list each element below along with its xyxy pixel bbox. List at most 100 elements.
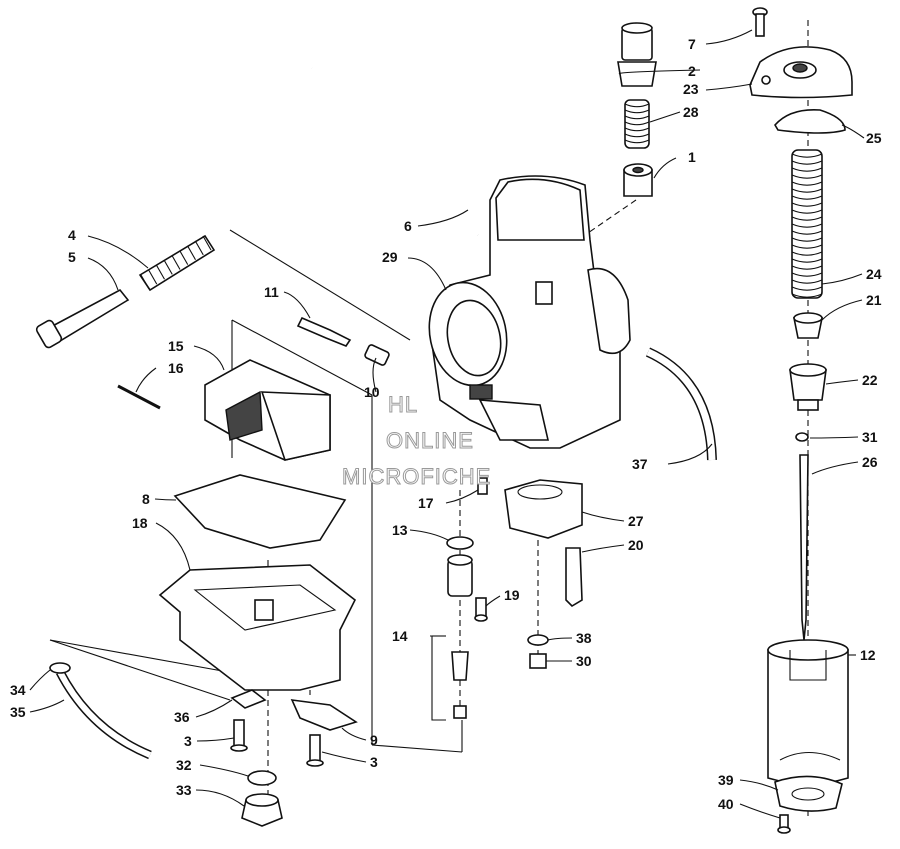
overflow-tube-part-37 xyxy=(645,347,717,461)
spring-coil xyxy=(791,265,823,270)
cap-gasket-part-25 xyxy=(774,108,846,134)
spring-coil xyxy=(171,255,181,270)
callout-35: 35 xyxy=(10,704,26,720)
bowl-plate-part-36 xyxy=(230,689,267,709)
spring-coil xyxy=(791,181,823,186)
spring-coil xyxy=(791,244,823,249)
spring-coil xyxy=(624,133,650,138)
bowl-screw-part-3a xyxy=(230,719,248,752)
spring-coil xyxy=(791,188,823,193)
screw-part-40 xyxy=(777,814,791,834)
oring-part-13 xyxy=(446,536,474,550)
jet-part-19 xyxy=(474,597,488,622)
idle-screw-part-5 xyxy=(35,288,130,349)
watermark-line-3: MICROFICHE xyxy=(342,464,491,489)
spring-coil xyxy=(791,230,823,235)
float-part-15 xyxy=(204,359,331,461)
callout-25: 25 xyxy=(866,130,882,146)
spring-coil xyxy=(791,237,823,242)
drain-oring-part-32 xyxy=(247,770,277,786)
callout-20: 20 xyxy=(628,537,644,553)
callout-3-right: 3 xyxy=(370,754,378,770)
spring-coil xyxy=(163,260,173,275)
callout-38: 38 xyxy=(576,630,592,646)
slide-guide-part-27 xyxy=(504,479,583,539)
callout-31: 31 xyxy=(862,429,878,445)
pilot-spring-part-10 xyxy=(364,344,390,366)
watermark-line-1: HL xyxy=(388,392,418,417)
spring-coil xyxy=(624,103,650,108)
callout-5: 5 xyxy=(68,249,76,265)
washer-part-38 xyxy=(527,634,549,646)
callout-13: 13 xyxy=(392,522,408,538)
screw-part-7 xyxy=(752,7,768,37)
carburetor-body-part-29 xyxy=(428,175,631,449)
spring-coil xyxy=(791,223,823,228)
spring-coil xyxy=(156,264,165,280)
needle-clip-part-31 xyxy=(795,432,809,442)
bowl-screw-part-3b xyxy=(306,734,324,767)
spring-coil xyxy=(791,160,823,165)
callout-22: 22 xyxy=(862,372,878,388)
callout-1: 1 xyxy=(688,149,696,165)
callout-labels: 7 2 23 28 25 1 6 4 5 29 24 21 11 15 16 1… xyxy=(10,36,882,812)
spring-coil xyxy=(791,279,823,284)
callout-4: 4 xyxy=(68,227,76,243)
idle-spring-part-4 xyxy=(138,234,216,292)
spring-coil xyxy=(791,251,823,256)
callout-18: 18 xyxy=(132,515,148,531)
callout-33: 33 xyxy=(176,782,192,798)
cable-adjuster-part-2 xyxy=(617,22,657,87)
drain-plug-part-33 xyxy=(241,793,283,827)
callout-36: 36 xyxy=(174,709,190,725)
callout-28: 28 xyxy=(683,104,699,120)
spring-seat-part-21 xyxy=(793,312,823,339)
callout-3-left: 3 xyxy=(184,733,192,749)
watermark-line-2: ONLINE xyxy=(386,428,474,453)
callout-26: 26 xyxy=(862,454,878,470)
callout-39: 39 xyxy=(718,772,734,788)
spring-coil xyxy=(624,139,650,144)
spring-coil xyxy=(791,293,823,298)
needle-holder-part-22 xyxy=(789,363,827,411)
plug-part-30 xyxy=(529,653,547,669)
callout-29: 29 xyxy=(382,249,398,265)
jet-needle-part-26 xyxy=(799,454,809,641)
watermark: HL ONLINE MICROFICHE xyxy=(342,392,491,490)
adjuster-spring-part-28 xyxy=(624,99,650,149)
callout-27: 27 xyxy=(628,513,644,529)
spring-coil xyxy=(187,245,196,261)
pilot-screw-part-11 xyxy=(296,316,352,347)
callout-2: 2 xyxy=(688,63,696,79)
spring-coil xyxy=(791,216,823,221)
spring-coil xyxy=(624,115,650,120)
bowl-gasket-part-8 xyxy=(173,474,347,549)
callout-6: 6 xyxy=(404,218,412,234)
callout-9: 9 xyxy=(370,732,378,748)
callout-40: 40 xyxy=(718,796,734,812)
spring-coil xyxy=(140,274,150,290)
spring-coil xyxy=(791,286,823,291)
spring-coil xyxy=(148,269,158,285)
spring-coil xyxy=(179,250,189,265)
needle-valve-assy-part-14 xyxy=(447,554,473,719)
callout-12: 12 xyxy=(860,647,876,663)
callout-15: 15 xyxy=(168,338,184,354)
spring-coil xyxy=(791,174,823,179)
callout-37: 37 xyxy=(632,456,648,472)
spring-coil xyxy=(202,235,212,251)
callout-23: 23 xyxy=(683,81,699,97)
spring-coil xyxy=(194,240,204,256)
callout-34: 34 xyxy=(10,682,26,698)
callout-19: 19 xyxy=(504,587,520,603)
throttle-slide-part-12 xyxy=(767,639,849,785)
callout-30: 30 xyxy=(576,653,592,669)
spring-coil xyxy=(791,272,823,277)
spring-coil xyxy=(624,121,650,126)
callout-leaders xyxy=(29,29,865,819)
callout-7: 7 xyxy=(688,36,696,52)
callout-21: 21 xyxy=(866,292,882,308)
spring-coil xyxy=(791,258,823,263)
drain-tube-part-35 xyxy=(56,669,152,760)
